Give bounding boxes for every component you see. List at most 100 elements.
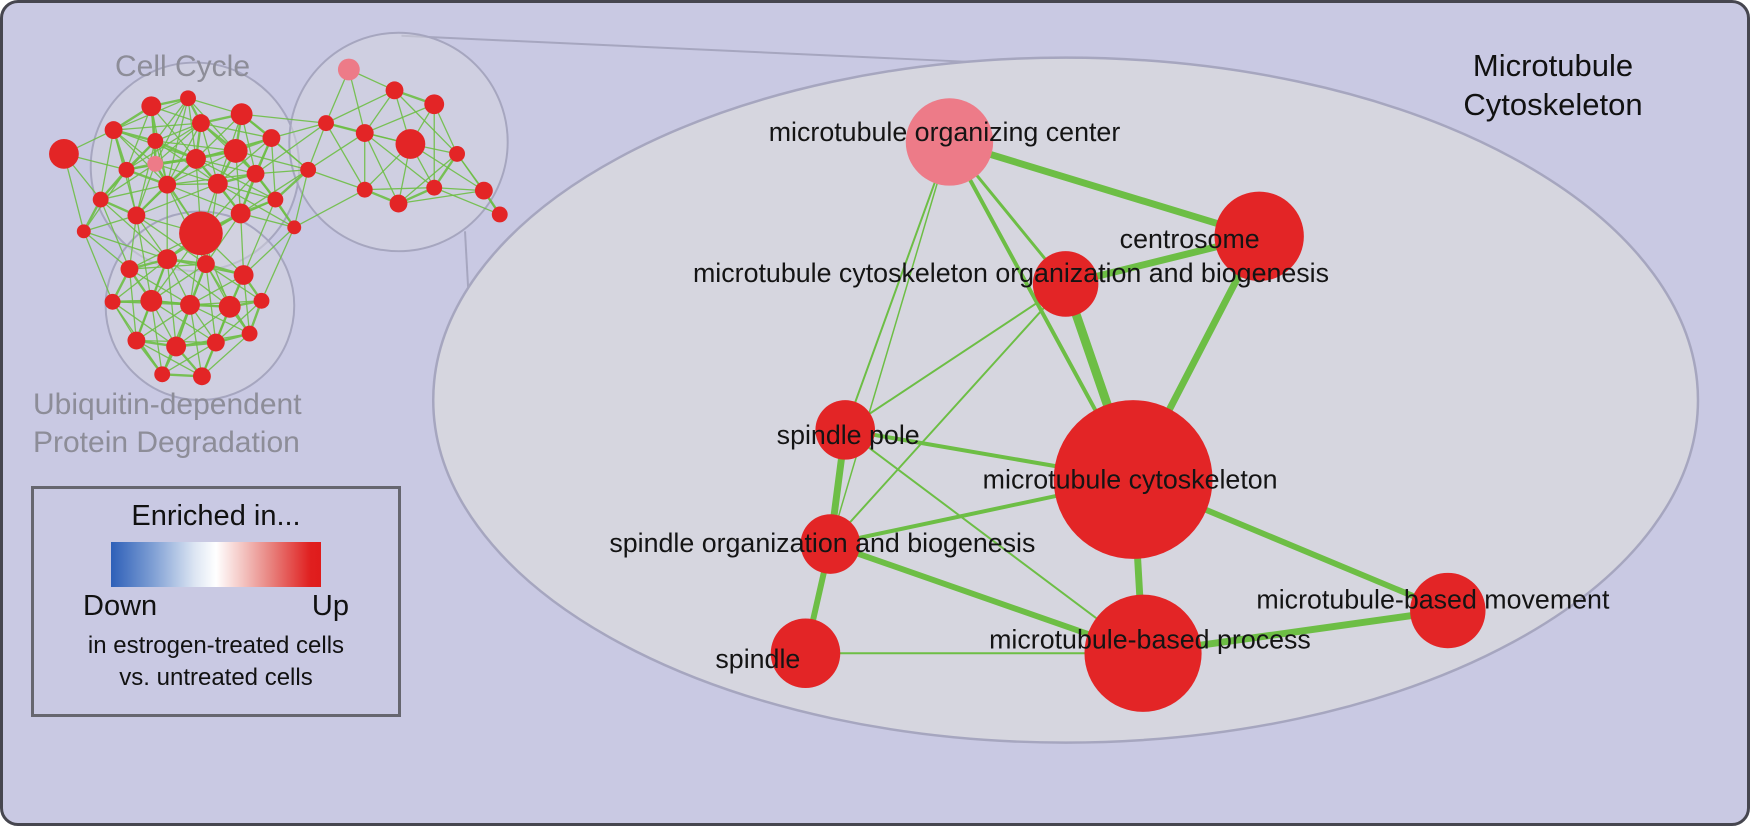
overview-edge (200, 122, 219, 184)
zoom-node-label-moc: microtubule organizing center (769, 117, 1121, 147)
overview-edge (136, 304, 191, 342)
overview-node (474, 181, 493, 200)
overview-edge (126, 122, 202, 171)
overview-edge (241, 113, 327, 124)
overview-edge (189, 274, 244, 306)
overview-node (141, 96, 162, 117)
overview-edge (136, 214, 207, 265)
overview-edge (270, 137, 277, 200)
ubiquitin-cluster-label-line2: Protein Degradation (33, 425, 300, 459)
overview-edge (128, 215, 138, 270)
overview-edge (239, 213, 245, 276)
overview-edge (83, 214, 137, 232)
overview-edge (166, 184, 241, 215)
overview-edge (398, 189, 484, 205)
overview-node (104, 121, 123, 140)
overview-edge (166, 150, 236, 186)
overview-edge (215, 300, 262, 343)
overview-edge (166, 98, 189, 185)
zoom-node-label-spindle: spindle (715, 644, 800, 674)
overview-edge (154, 98, 189, 165)
zoom-node-label-mco: microtubule cytoskeleton organization an… (693, 258, 1329, 288)
overview-node (104, 293, 121, 310)
network-canvas: microtubule organizing center centrosome m… (49, 31, 1700, 744)
zoom-node-pole (815, 400, 875, 460)
overview-edge (235, 150, 309, 171)
overview-edge (394, 89, 458, 155)
overview-edge (307, 132, 366, 171)
overview-edge (433, 187, 500, 216)
overview-edge (100, 163, 156, 201)
overview-node (120, 260, 139, 278)
overview-node (127, 206, 146, 225)
overview-edge (195, 158, 256, 175)
overview-edge (154, 122, 202, 165)
zoom-node-label-process: microtubule-based process (989, 624, 1311, 654)
overview-edge (100, 129, 115, 200)
overview-node (218, 295, 241, 318)
zoom-edge-moc-centrosome (945, 138, 1263, 240)
overview-node (92, 191, 109, 208)
legend-up-label: Up (311, 590, 349, 622)
zoom-edge-moc-sorg (829, 141, 951, 545)
zoom-node-sorg (800, 514, 861, 574)
overview-node (241, 325, 258, 342)
legend-down-label: Down (83, 590, 158, 622)
overview-node (147, 133, 164, 149)
overview-node (385, 81, 404, 100)
overview-edge (113, 122, 201, 131)
overview-node (166, 336, 187, 357)
overview-edge (205, 213, 242, 265)
overview-edge (100, 199, 131, 270)
overview-node (491, 206, 508, 223)
zoom-node-label-centrosome: centrosome (1120, 224, 1260, 254)
zoom-node-label-mtc: microtubule cytoskeleton (983, 464, 1278, 494)
legend-caption-line1: in estrogen-treated cells (87, 632, 345, 659)
overview-node (246, 164, 265, 183)
overview-edge (125, 106, 152, 171)
overview-edge (112, 258, 168, 303)
zoom-node-spindle (770, 618, 841, 688)
zoom-edge-mco-pole (844, 282, 1067, 431)
overview-edge (154, 140, 219, 185)
overview-node (157, 249, 178, 270)
overview-node (180, 294, 200, 315)
zoom-ellipse (431, 56, 1700, 744)
overview-node (196, 255, 215, 274)
zoom-node-label-sorg: spindle organization and biogenesis (609, 528, 1035, 558)
overview-node (158, 175, 177, 194)
overview-node (127, 331, 146, 350)
overview-edge (136, 183, 219, 217)
zoom-cluster-title: Microtubule Cytoskeleton (1433, 47, 1673, 125)
overview-node (192, 367, 211, 386)
overview-node (389, 194, 408, 213)
legend-caption: in estrogen-treated cells vs. untreated … (34, 630, 398, 693)
overview-node (449, 145, 465, 162)
overview-node (355, 124, 374, 142)
overview-edge (201, 333, 251, 377)
overview-node (318, 115, 334, 132)
overview-edge (260, 227, 295, 302)
overview-edge (217, 137, 272, 185)
overview-node (230, 203, 251, 224)
overview-edge (154, 97, 189, 142)
legend: Enriched in... Down Up in estrogen-treat… (31, 486, 401, 717)
overview-edge (166, 122, 202, 185)
zoom-node-mco (1032, 251, 1099, 317)
overview-edge (217, 183, 295, 228)
overview-node (118, 161, 135, 178)
overview-node (426, 179, 443, 196)
overview-node (267, 191, 284, 208)
legend-title: Enriched in... (131, 500, 301, 532)
overview-edge (83, 230, 130, 270)
overview-edge (243, 199, 276, 276)
overview-edge (135, 215, 152, 301)
overview-node (395, 129, 426, 159)
overview-edge (240, 169, 309, 215)
overview-edge (113, 129, 156, 165)
overview-edge (129, 268, 191, 306)
zoom-node-mtc (1053, 400, 1213, 559)
overview-node (207, 173, 228, 194)
overview-edge (325, 122, 366, 190)
